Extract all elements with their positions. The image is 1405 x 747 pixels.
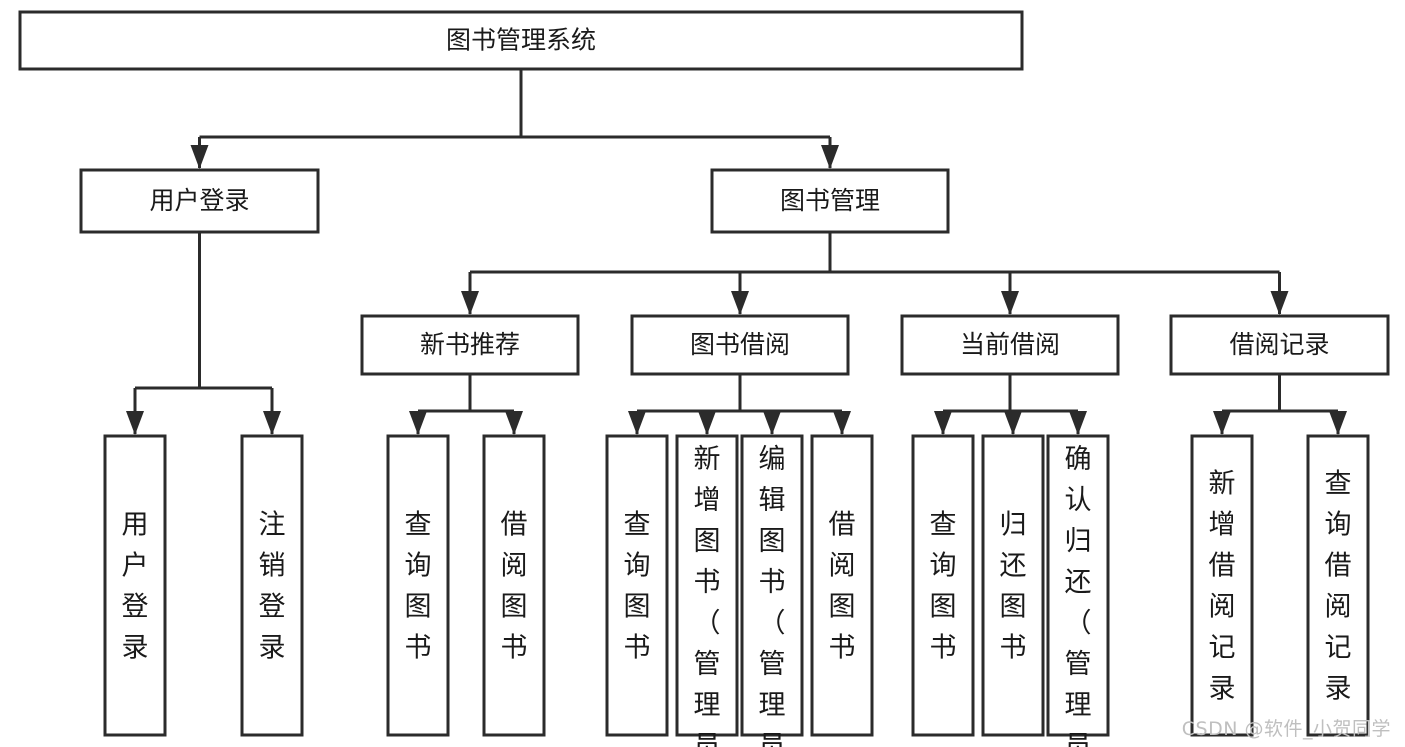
leaf-node-7-rect[interactable]	[810, 434, 874, 737]
level3-node-0-rect[interactable]	[360, 314, 580, 376]
leaf-node-4-label: 查询图书	[624, 510, 651, 664]
arrow-head-icon	[1001, 291, 1019, 315]
leaf-node-5-label: 新增图书（管理员）	[694, 444, 721, 747]
leaf-node-10[interactable]: 确认归还（管理员）	[1046, 434, 1110, 747]
leaf-node-1-rect[interactable]	[240, 434, 304, 737]
leaf-node-3-label: 借阅图书	[501, 510, 528, 664]
leaf-node-8[interactable]: 查询图书	[911, 434, 975, 737]
nodes-layer: 图书管理系统用户登录图书管理新书推荐图书借阅当前借阅借阅记录用户登录注销登录查询…	[18, 10, 1390, 747]
level3-node-1-label: 图书借阅	[690, 330, 790, 359]
arrow-head-icon	[1004, 411, 1022, 435]
leaf-node-2[interactable]: 查询图书	[386, 434, 450, 737]
level3-node-0-label: 新书推荐	[420, 330, 520, 359]
leaf-node-2-rect[interactable]	[386, 434, 450, 737]
level3-node-2[interactable]: 当前借阅	[900, 314, 1120, 376]
leaf-node-5[interactable]: 新增图书（管理员）	[675, 434, 739, 747]
level3-node-3-label: 借阅记录	[1229, 330, 1329, 359]
csdn-watermark: CSDN @软件_小贺同学	[1181, 718, 1391, 740]
root-node-rect[interactable]	[18, 10, 1024, 71]
leaf-node-11[interactable]: 新增借阅记录	[1190, 434, 1254, 737]
leaf-node-7[interactable]: 借阅图书	[810, 434, 874, 737]
connectors-layer	[126, 69, 1347, 435]
leaf-node-10-rect[interactable]	[1046, 434, 1110, 737]
leaf-node-3-rect[interactable]	[482, 434, 546, 737]
arrow-head-icon	[698, 411, 716, 435]
arrow-head-icon	[731, 291, 749, 315]
leaf-node-6[interactable]: 编辑图书（管理员）	[740, 434, 804, 747]
level3-node-1[interactable]: 图书借阅	[630, 314, 850, 376]
leaf-node-6-label: 编辑图书（管理员）	[759, 444, 786, 747]
level2-node-1[interactable]: 图书管理	[710, 168, 950, 234]
leaf-node-0[interactable]: 用户登录	[103, 434, 167, 737]
arrow-head-icon	[934, 411, 952, 435]
root-node[interactable]: 图书管理系统	[18, 10, 1024, 71]
level3-node-3-rect[interactable]	[1169, 314, 1390, 376]
arrow-head-icon	[821, 145, 839, 169]
leaf-node-12[interactable]: 查询借阅记录	[1306, 434, 1370, 737]
arrow-head-icon	[263, 411, 281, 435]
arrow-head-icon	[126, 411, 144, 435]
arrow-head-icon	[1270, 291, 1289, 315]
level3-node-1-rect[interactable]	[630, 314, 850, 376]
leaf-node-0-rect[interactable]	[103, 434, 167, 737]
arrow-head-icon	[763, 411, 781, 435]
leaf-node-1-label: 注销登录	[259, 510, 286, 664]
leaf-node-1[interactable]: 注销登录	[240, 434, 304, 737]
level2-node-0-label: 用户登录	[149, 186, 249, 215]
level2-node-0[interactable]: 用户登录	[79, 168, 320, 234]
leaf-node-5-rect[interactable]	[675, 434, 739, 737]
arrow-head-icon	[833, 411, 851, 435]
arrow-head-icon	[409, 411, 427, 435]
level3-node-2-label: 当前借阅	[960, 330, 1060, 359]
leaf-node-10-label: 确认归还（管理员）	[1065, 444, 1092, 747]
arrow-head-icon	[461, 291, 479, 315]
leaf-node-11-label: 新增借阅记录	[1209, 469, 1236, 705]
leaf-node-4[interactable]: 查询图书	[605, 434, 669, 737]
level2-node-1-label: 图书管理	[780, 186, 880, 215]
arrow-head-icon	[1069, 411, 1087, 435]
leaf-node-12-rect[interactable]	[1306, 434, 1370, 737]
arrow-head-icon	[505, 411, 523, 435]
leaf-node-9-label: 归还图书	[1000, 510, 1027, 664]
leaf-node-11-rect[interactable]	[1190, 434, 1254, 737]
level2-node-0-rect[interactable]	[79, 168, 320, 234]
leaf-node-7-label: 借阅图书	[829, 510, 856, 664]
leaf-node-12-label: 查询借阅记录	[1325, 469, 1352, 705]
level3-node-0[interactable]: 新书推荐	[360, 314, 580, 376]
arrow-head-icon	[190, 145, 209, 169]
leaf-node-9[interactable]: 归还图书	[981, 434, 1045, 737]
arrow-head-icon	[1213, 411, 1231, 435]
arrow-head-icon	[1329, 411, 1347, 435]
arrow-head-icon	[628, 411, 646, 435]
leaf-node-0-label: 用户登录	[122, 510, 149, 664]
level3-node-2-rect[interactable]	[900, 314, 1120, 376]
leaf-node-9-rect[interactable]	[981, 434, 1045, 737]
level3-node-3[interactable]: 借阅记录	[1169, 314, 1390, 376]
leaf-node-4-rect[interactable]	[605, 434, 669, 737]
leaf-node-3[interactable]: 借阅图书	[482, 434, 546, 737]
leaf-node-8-label: 查询图书	[930, 510, 957, 664]
leaf-node-2-label: 查询图书	[405, 510, 432, 664]
leaf-node-6-rect[interactable]	[740, 434, 804, 737]
root-node-label: 图书管理系统	[446, 26, 596, 55]
level2-node-1-rect[interactable]	[710, 168, 950, 234]
leaf-node-8-rect[interactable]	[911, 434, 975, 737]
